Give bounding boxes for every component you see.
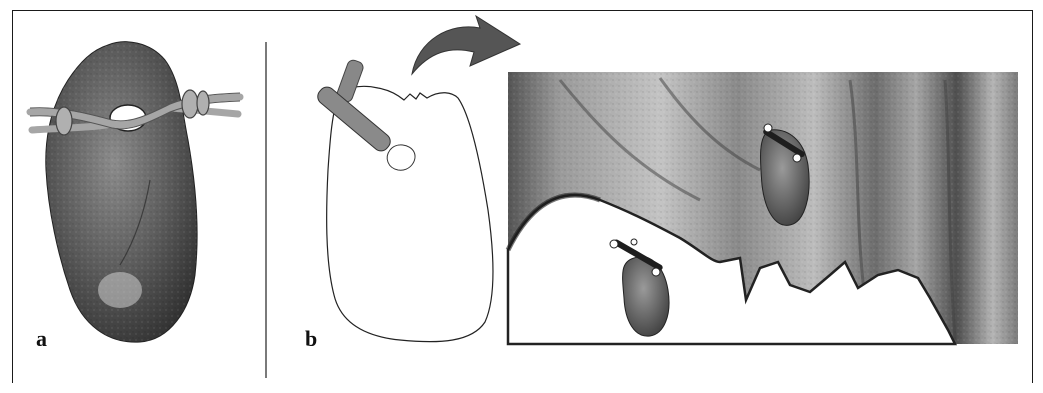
cord-knot-right-2 xyxy=(197,91,209,115)
panel-a-stone-pendant xyxy=(30,42,240,342)
garment-photo xyxy=(508,72,1018,344)
curved-arrow-icon xyxy=(412,16,520,74)
toggle-hole-rim xyxy=(387,145,415,170)
panel-b-outline-drawing xyxy=(315,59,493,342)
panel-a-label: a xyxy=(36,326,47,352)
cord-knot-left xyxy=(56,107,72,135)
panel-b-label: b xyxy=(305,326,317,352)
stone-highlight xyxy=(98,272,142,308)
cord-knot-right xyxy=(182,90,198,118)
